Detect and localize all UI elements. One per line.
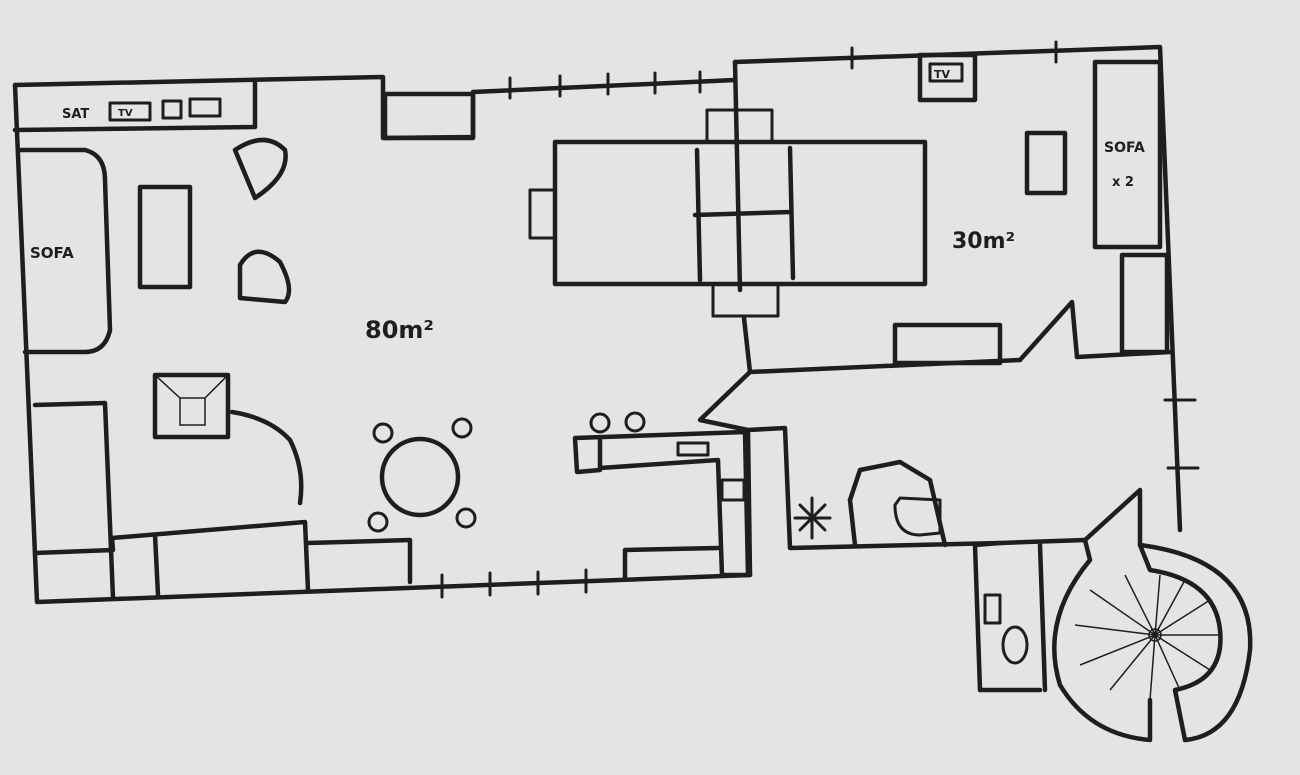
sofa-label-right: SOFA bbox=[1104, 140, 1145, 156]
sofa-label: SOFA bbox=[30, 244, 74, 262]
bathroom bbox=[793, 496, 1029, 665]
cabinets bbox=[32, 400, 413, 601]
sofa-left: SOFA bbox=[17, 147, 113, 355]
dining-table-large bbox=[528, 108, 928, 318]
area-label-second: 30m² bbox=[952, 229, 1015, 254]
fireplace bbox=[152, 372, 304, 506]
dining-table-round bbox=[367, 417, 477, 533]
kitchen bbox=[572, 411, 751, 581]
armchair bbox=[232, 137, 288, 201]
media-unit: SAT TV bbox=[12, 79, 258, 133]
walls bbox=[12, 40, 1200, 693]
tv-label: TV bbox=[118, 108, 133, 119]
area-label-living: 80m² bbox=[365, 316, 434, 344]
sat-label: SAT bbox=[62, 107, 89, 122]
armchair bbox=[237, 249, 292, 305]
second-room-furniture: TV SOFA x 2 30m² bbox=[892, 52, 1170, 366]
sofa-count: x 2 bbox=[1112, 175, 1134, 190]
tv-label-right: TV bbox=[934, 68, 951, 81]
spiral-staircase bbox=[1052, 487, 1253, 743]
coffee-table bbox=[137, 184, 193, 290]
